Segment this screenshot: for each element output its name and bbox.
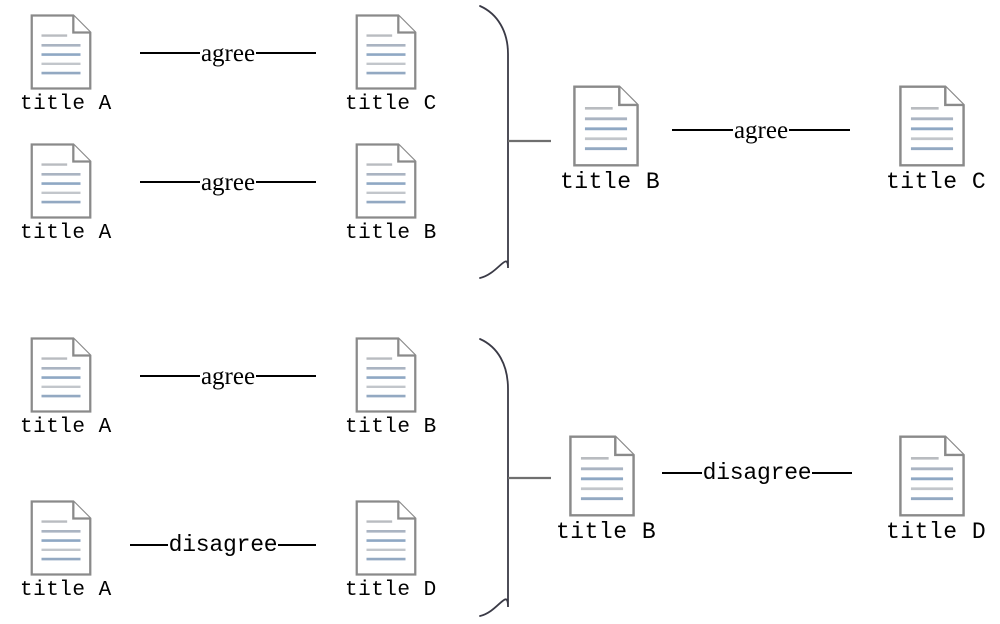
doc-label: title B: [556, 519, 657, 545]
edge-label: agree: [200, 168, 256, 196]
edge-label: disagree: [702, 459, 812, 486]
edge-line-right: [256, 375, 316, 377]
doc-label: title D: [345, 579, 437, 602]
doc-label: title A: [20, 416, 112, 439]
edge-line-right: [812, 472, 853, 474]
doc-label: title C: [345, 93, 437, 116]
doc-node-p3-left[interactable]: title A: [20, 337, 112, 438]
doc-node-p2-right[interactable]: title B: [345, 143, 437, 244]
doc-label: title D: [886, 519, 987, 545]
document-icon: [898, 85, 966, 167]
edge-label: agree: [200, 362, 256, 390]
right-curly-brace: [479, 5, 551, 279]
doc-label: title A: [20, 93, 112, 116]
edge-line-left: [662, 472, 702, 474]
brace-top: [476, 2, 556, 280]
brace-bottom: [476, 335, 556, 620]
document-icon: [355, 500, 417, 576]
edge-line-left: [130, 544, 168, 546]
edge-label: disagree: [168, 531, 278, 558]
doc-node-c1-right[interactable]: title C: [886, 85, 986, 194]
edge-p1-agree[interactable]: agree: [140, 40, 316, 66]
edge-line-right: [278, 544, 317, 546]
doc-label: title B: [345, 416, 437, 439]
document-icon: [30, 14, 92, 90]
document-icon: [355, 337, 417, 413]
doc-node-p3-right[interactable]: title B: [345, 337, 437, 438]
doc-label: title B: [345, 222, 437, 245]
doc-node-p2-left[interactable]: title A: [20, 143, 112, 244]
edge-line-left: [140, 181, 200, 183]
edge-c1-agree[interactable]: agree: [672, 117, 850, 143]
document-icon: [568, 435, 636, 517]
edge-label: agree: [733, 116, 789, 144]
document-icon: [355, 143, 417, 219]
doc-label: title A: [20, 222, 112, 245]
doc-node-c2-right[interactable]: title D: [886, 435, 986, 544]
edge-line-right: [256, 52, 316, 54]
edge-c2-disagree[interactable]: disagree: [662, 459, 853, 486]
right-curly-brace: [479, 338, 551, 617]
document-icon: [30, 337, 92, 413]
edge-line-left: [672, 129, 733, 131]
doc-node-p1-left[interactable]: title A: [20, 14, 112, 115]
edge-p4-disagree[interactable]: disagree: [130, 531, 317, 558]
document-icon: [898, 435, 966, 517]
edge-p3-agree[interactable]: agree: [140, 363, 316, 389]
doc-label: title A: [20, 579, 112, 602]
doc-node-c2-left[interactable]: title B: [556, 435, 656, 544]
doc-label: title B: [560, 169, 661, 195]
doc-node-p1-right[interactable]: title C: [345, 14, 437, 115]
edge-line-right: [256, 181, 316, 183]
edge-label: agree: [200, 39, 256, 67]
edge-line-left: [140, 375, 200, 377]
edge-line-right: [789, 129, 850, 131]
document-icon: [355, 14, 417, 90]
doc-node-p4-left[interactable]: title A: [20, 500, 112, 601]
doc-node-c1-left[interactable]: title B: [560, 85, 660, 194]
document-icon: [30, 500, 92, 576]
doc-label: title C: [886, 169, 987, 195]
document-icon: [30, 143, 92, 219]
edge-line-left: [140, 52, 200, 54]
doc-node-p4-right[interactable]: title D: [345, 500, 437, 601]
edge-p2-agree[interactable]: agree: [140, 169, 316, 195]
document-icon: [572, 85, 640, 167]
